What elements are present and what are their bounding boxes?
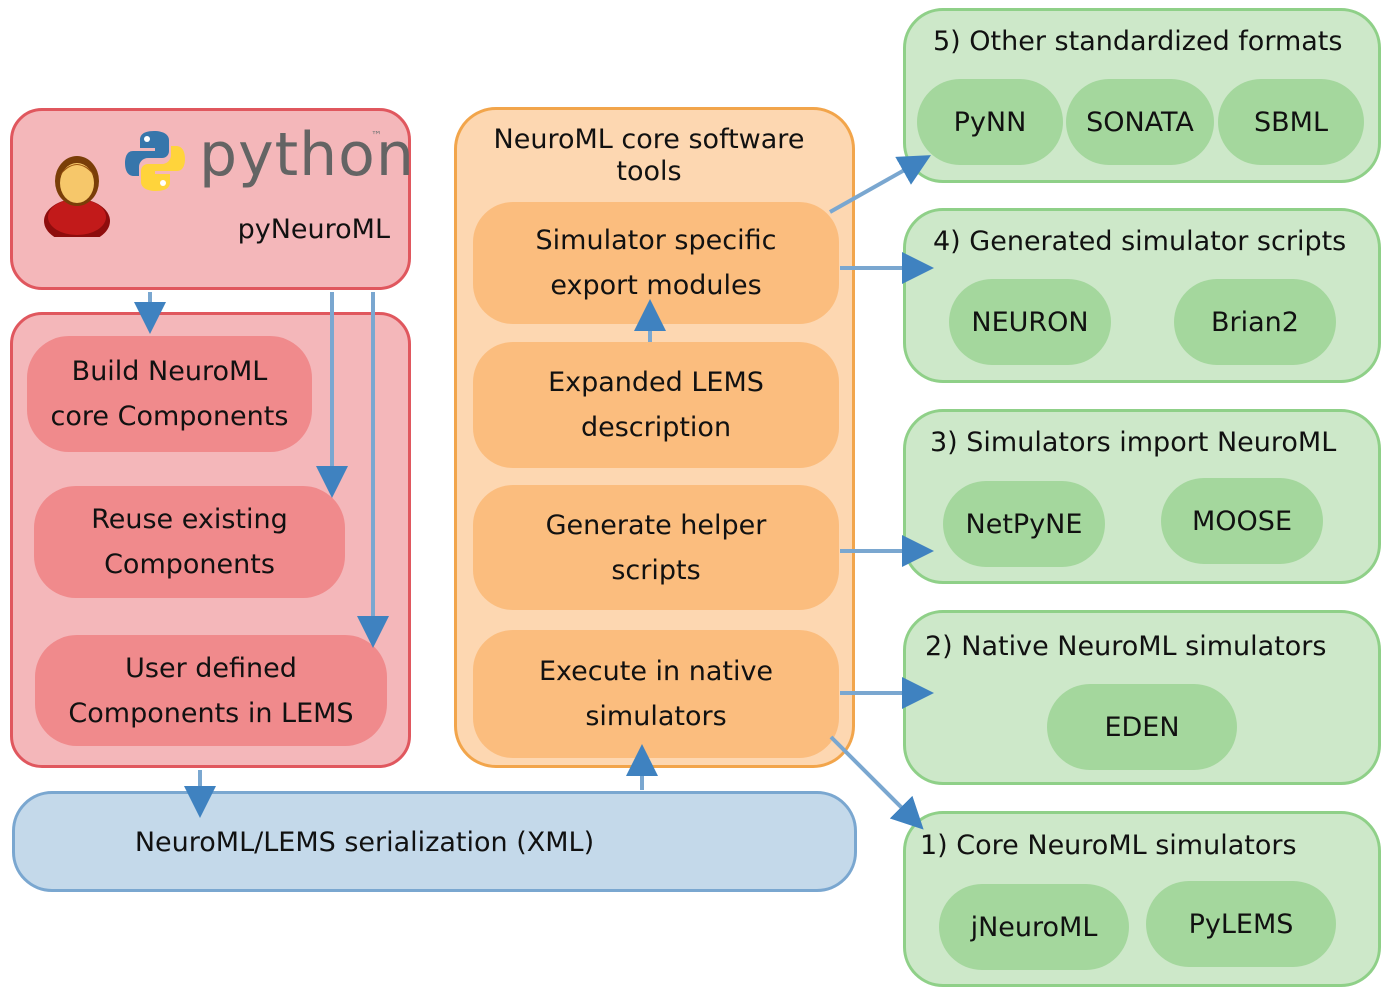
output-brian2: Brian2 <box>1174 279 1336 365</box>
helper-line2: scripts <box>611 554 701 586</box>
user-icon <box>44 156 110 237</box>
pyneuroml-label: pyNeuroML <box>237 214 390 245</box>
other-formats-title: 5) Other standardized formats <box>933 26 1343 57</box>
user-defined-line1: User defined <box>125 652 297 684</box>
core-simulators-title: 1) Core NeuroML simulators <box>920 830 1297 861</box>
core-tools-title: NeuroML core software tools <box>474 124 824 188</box>
import-neuroml-title: 3) Simulators import NeuroML <box>930 427 1337 458</box>
generate-helper-scripts: Generate helper scripts <box>473 485 839 610</box>
python-logo-icon <box>125 131 185 191</box>
execute-line1: Execute in native <box>538 656 774 687</box>
expanded-line1: Expanded LEMS <box>548 367 764 398</box>
generated-scripts-title: 4) Generated simulator scripts <box>933 226 1347 257</box>
reuse-existing-components: Reuse existing Components <box>34 486 345 598</box>
reuse-line2: Components <box>104 549 275 580</box>
build-line1: Build NeuroML <box>71 356 268 387</box>
user-defined-components: User defined Components in LEMS <box>35 635 387 746</box>
output-eden: EDEN <box>1047 684 1237 770</box>
build-line2: core Components <box>50 401 289 432</box>
output-sonata: SONATA <box>1066 79 1214 165</box>
output-netpyne: NetPyNE <box>943 481 1105 567</box>
build-core-components: Build NeuroML core Components <box>27 336 312 452</box>
core-title-line2: tools <box>616 156 682 187</box>
user-defined-line2: Components in LEMS <box>68 697 354 729</box>
output-moose: MOOSE <box>1161 478 1323 564</box>
pyneuroml-box: python ™ pyNeuroML <box>10 108 414 290</box>
output-pylems: PyLEMS <box>1146 881 1336 967</box>
expanded-line2: description <box>580 412 732 443</box>
output-pynn: PyNN <box>917 79 1063 165</box>
export-line2: export modules <box>550 270 762 301</box>
serialization-box: NeuroML/LEMS serialization (XML) <box>12 791 857 892</box>
serialization-label: NeuroML/LEMS serialization (XML) <box>134 827 595 858</box>
output-jneuroml: jNeuroML <box>939 884 1129 970</box>
python-wordmark: python <box>199 120 415 190</box>
reuse-line1: Reuse existing <box>91 504 288 535</box>
execute-native-simulators: Execute in native simulators <box>473 630 839 758</box>
output-sbml: SBML <box>1218 79 1364 165</box>
native-simulators-title: 2) Native NeuroML simulators <box>925 631 1327 662</box>
core-title-line1: NeuroML core software <box>493 124 805 155</box>
expanded-lems-description: Expanded LEMS description <box>473 342 839 468</box>
execute-line2: simulators <box>585 701 727 732</box>
export-line1: Simulator specific <box>535 225 777 256</box>
python-trademark: ™ <box>371 129 382 142</box>
arrow-to-other-formats <box>829 155 931 214</box>
arrow-to-core-simulators <box>829 735 924 830</box>
output-neuron: NEURON <box>949 279 1111 365</box>
helper-line1: Generate helper <box>545 509 767 541</box>
